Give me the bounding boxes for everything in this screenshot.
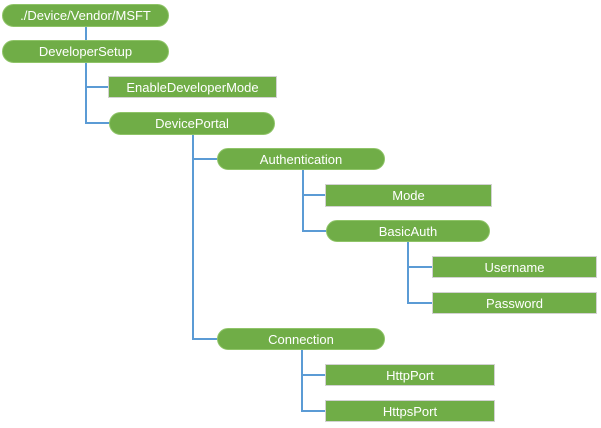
connector-line	[407, 266, 433, 268]
tree-node-device-portal: DevicePortal	[109, 112, 275, 135]
tree-node-http-port: HttpPort	[325, 364, 495, 386]
tree-node-https-port: HttpsPort	[325, 400, 495, 422]
tree-node-label: DevicePortal	[155, 116, 229, 131]
tree-node-label: Authentication	[259, 151, 343, 167]
tree-node-label: HttpPort	[386, 367, 434, 383]
tree-node-enable-developer-mode: EnableDeveloperMode	[108, 76, 277, 98]
tree-node-label: HttpsPort	[382, 403, 438, 419]
connector-line	[301, 410, 326, 412]
connector-line	[407, 242, 409, 303]
connector-line	[192, 338, 218, 340]
connector-line	[407, 302, 433, 304]
tree-node-label: Connection	[268, 331, 334, 347]
tree-node-developer-setup: DeveloperSetup	[2, 40, 169, 63]
connector-line	[85, 122, 110, 124]
tree-node-basic-auth: BasicAuth	[326, 220, 490, 242]
tree-node-label: Mode	[392, 188, 425, 203]
tree-node-label: Password	[485, 295, 544, 311]
connector-line	[192, 158, 218, 160]
connector-line	[302, 170, 304, 231]
tree-node-label: EnableDeveloperMode	[126, 79, 259, 95]
connector-line	[85, 63, 87, 123]
connector-line	[302, 230, 327, 232]
tree-node-connection: Connection	[217, 328, 385, 350]
tree-node-password: Password	[432, 292, 597, 314]
connector-line	[192, 135, 194, 339]
tree-node-root: ./Device/Vendor/MSFT	[2, 4, 169, 27]
tree-node-authentication: Authentication	[217, 148, 385, 170]
connector-line	[85, 86, 109, 88]
tree-node-label: BasicAuth	[378, 223, 438, 239]
tree-node-mode: Mode	[325, 184, 492, 207]
tree-node-label: Username	[484, 259, 545, 275]
tree-node-label: ./Device/Vendor/MSFT	[20, 8, 151, 23]
connector-line	[302, 194, 326, 196]
connector-line	[85, 27, 87, 40]
tree-node-label: DeveloperSetup	[38, 44, 133, 59]
connector-line	[301, 374, 326, 376]
connector-line	[301, 350, 303, 411]
tree-node-username: Username	[432, 256, 597, 278]
